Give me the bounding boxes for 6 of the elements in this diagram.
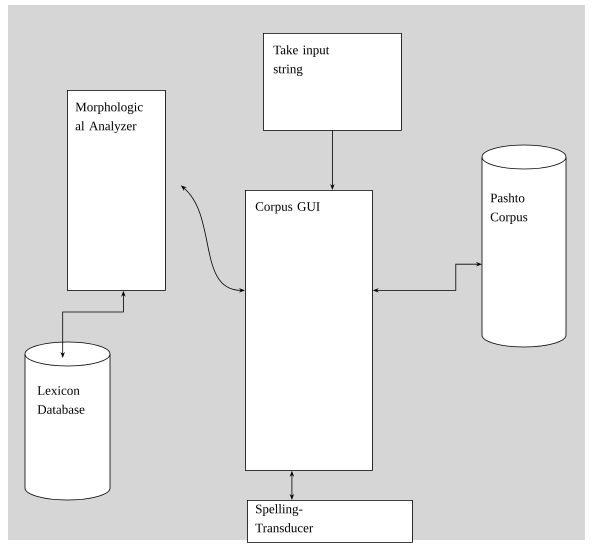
process-box: Spelling-Transducer <box>247 500 413 543</box>
process-box: Corpus GUI <box>245 190 373 471</box>
cylinder: Pashto Corpus <box>482 144 566 348</box>
process-box: Take input string <box>263 33 402 131</box>
cylinder: Lexicon Database <box>24 342 110 500</box>
process-box: Morphologic al Analyzer <box>67 90 166 291</box>
